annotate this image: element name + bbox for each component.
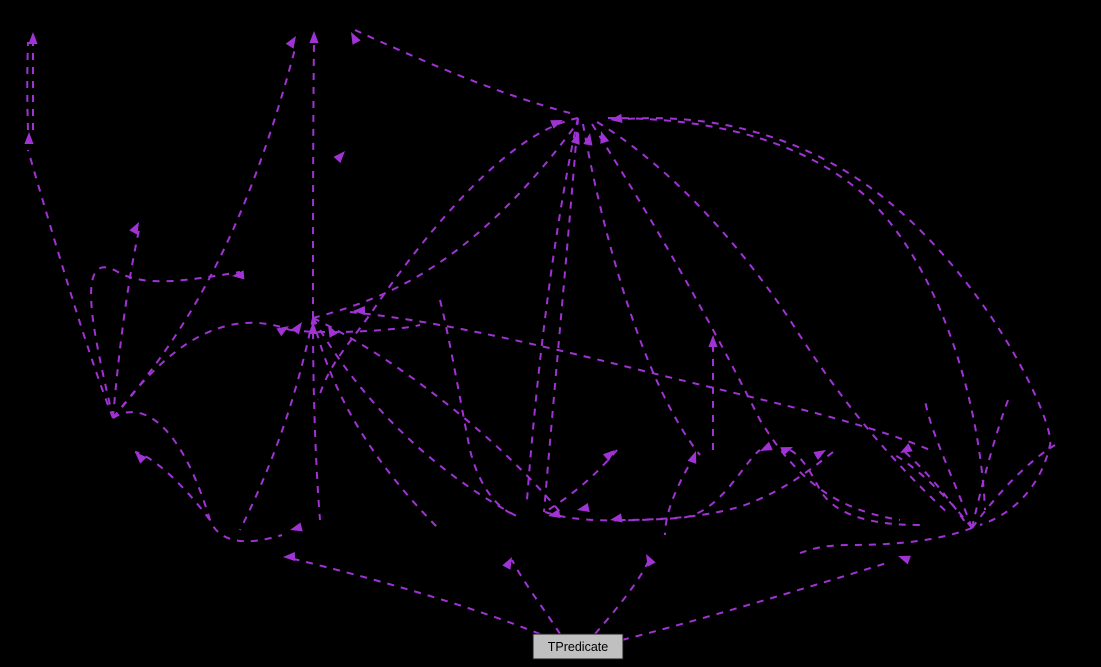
- graph-edge: [904, 451, 966, 523]
- arrowhead-icon: [28, 32, 38, 44]
- arrowhead-icon: [333, 151, 345, 163]
- arrowhead-icon: [708, 335, 718, 347]
- arrowhead-icon: [602, 450, 615, 462]
- arrowhead-icon: [548, 509, 561, 519]
- graph-edge: [621, 561, 891, 641]
- arrowhead-icon: [610, 113, 623, 123]
- arrowhead-icon: [129, 222, 139, 235]
- arrowhead-icon: [577, 503, 590, 513]
- edges-layer: [26, 29, 1056, 641]
- graph-edge: [26, 41, 29, 131]
- graph-edge: [613, 117, 1052, 526]
- nodes-layer: TPredicate: [532, 633, 624, 660]
- arrowhead-icon: [610, 513, 623, 523]
- arrowhead-icon: [291, 322, 302, 335]
- arrowheads-layer: [24, 31, 913, 570]
- graph-edge: [112, 321, 291, 419]
- graph-edge: [312, 317, 441, 531]
- graph-edge: [971, 394, 1011, 529]
- graph-edge: [664, 454, 696, 536]
- graph-edge: [591, 123, 901, 521]
- graph-edge: [594, 557, 651, 635]
- graph-edge: [312, 317, 561, 513]
- graph-edge: [27, 149, 114, 419]
- graph-edge: [543, 117, 579, 513]
- arrowhead-icon: [24, 132, 34, 144]
- graph-edge: [607, 117, 986, 511]
- arrowhead-icon: [570, 132, 580, 145]
- arrowhead-icon: [232, 270, 245, 280]
- graph-edge: [134, 451, 211, 521]
- arrowhead-icon: [780, 447, 793, 456]
- arrowhead-icon: [135, 452, 147, 464]
- arrowhead-icon: [600, 131, 610, 144]
- arrowhead-icon: [687, 451, 697, 464]
- arrowhead-icon: [353, 305, 366, 316]
- arrowhead-icon: [283, 551, 296, 562]
- arrowhead-icon: [290, 522, 303, 532]
- graph-edge: [312, 121, 579, 319]
- graph-edge: [289, 324, 421, 334]
- graph-edge: [526, 117, 579, 501]
- arrowhead-icon: [285, 36, 296, 49]
- graph-edge: [544, 449, 618, 513]
- arrowhead-icon: [898, 555, 911, 565]
- node-label: TPredicate: [548, 640, 608, 654]
- arrowhead-icon: [502, 557, 512, 570]
- graph-edge: [349, 311, 931, 451]
- arrowhead-icon: [550, 120, 563, 129]
- graph-edge: [596, 121, 951, 516]
- graph-edge: [611, 451, 834, 521]
- arrowhead-icon: [760, 441, 773, 451]
- arrowhead-icon: [309, 31, 319, 43]
- arrowhead-icon: [308, 322, 318, 334]
- graph-edge: [582, 123, 701, 456]
- arrowhead-icon: [328, 325, 338, 338]
- graph-edge: [924, 399, 973, 529]
- graph-node-tpredicate[interactable]: TPredicate: [532, 633, 624, 660]
- graph-edge: [354, 29, 571, 114]
- arrowhead-icon: [276, 326, 289, 337]
- graph-edge: [312, 317, 321, 521]
- graph-edge: [239, 317, 314, 531]
- graph-edge: [971, 444, 1056, 529]
- graph-edge: [312, 317, 521, 519]
- graph-edge: [544, 449, 761, 522]
- graph-edge: [112, 44, 297, 419]
- arrowhead-icon: [351, 32, 361, 45]
- graph-edge: [312, 39, 315, 319]
- arrowhead-icon: [583, 133, 593, 146]
- arrowhead-icon: [813, 450, 826, 460]
- arrowhead-icon: [900, 443, 913, 453]
- arrowhead-icon: [646, 554, 656, 567]
- graph-edge: [439, 299, 516, 516]
- graph-edge: [289, 557, 541, 635]
- graph-edge: [511, 559, 561, 635]
- node-box[interactable]: [532, 633, 624, 660]
